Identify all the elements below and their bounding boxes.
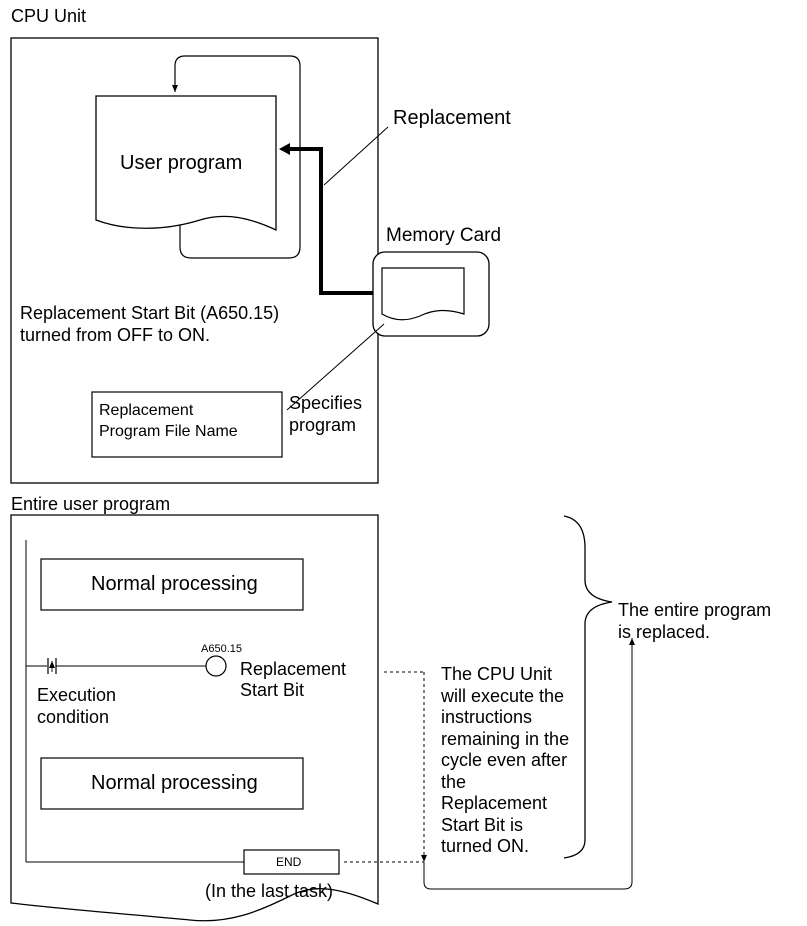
execution-line2: condition — [37, 707, 110, 727]
cpu-note-line: Start Bit is — [441, 814, 524, 835]
file-name-line1: Replacement — [99, 402, 194, 419]
cpu-note-line: instructions — [441, 707, 533, 727]
cpu-note-line: remaining in the — [441, 728, 570, 749]
cpu-note-line: the — [441, 771, 467, 792]
file-name-box — [91, 391, 283, 458]
memory-card-file — [381, 267, 465, 321]
specifies-leader — [286, 323, 385, 411]
cpu-unit-title: CPU Unit — [11, 6, 87, 26]
cpu-note-line: turned ON. — [441, 836, 530, 856]
coil — [205, 655, 227, 677]
entire-replaced-line2: is replaced. — [618, 622, 711, 642]
execution-line1: Execution — [37, 685, 117, 705]
cpu-note-line: Replacement — [441, 793, 548, 813]
normal-processing-box-2 — [40, 757, 304, 810]
return-loop — [423, 638, 635, 890]
end-box — [243, 849, 340, 875]
end-label: END — [276, 855, 302, 869]
start-bit-line1: Replacement Start Bit (A650.15) — [20, 303, 280, 323]
normal-processing-label-1: Normal processing — [91, 573, 258, 595]
memory-card-label: Memory Card — [386, 225, 502, 246]
specifies-line1: Specifies — [289, 393, 363, 413]
user-program-document — [95, 95, 277, 232]
coil-label-line2: Start Bit — [240, 680, 305, 700]
entire-program-title: Entire user program — [11, 494, 171, 514]
specifies-line2: program — [289, 415, 357, 435]
program-loop — [172, 55, 301, 259]
last-task-note: (In the last task) — [205, 881, 334, 901]
cpu-note: The CPU Unit will execute the instructio… — [441, 664, 569, 858]
curly-brace — [563, 515, 613, 859]
address-label: A650.15 — [201, 643, 242, 655]
cpu-note-line: The CPU Unit — [441, 664, 553, 684]
replacement-arrow — [286, 147, 382, 295]
normal-processing-label-2: Normal processing — [91, 772, 258, 794]
replacement-label: Replacement — [393, 107, 511, 129]
file-name-line2: Program File Name — [99, 423, 238, 440]
user-program-label: User program — [120, 152, 243, 174]
entire-replaced-line1: The entire program — [618, 600, 772, 620]
cpu-note-line: will execute the — [441, 685, 565, 706]
coil-label-line1: Replacement — [240, 659, 347, 679]
entire-program-frame — [10, 514, 379, 922]
replacement-leader — [323, 126, 389, 186]
start-bit-line2: turned from OFF to ON. — [20, 325, 211, 345]
normal-processing-box-1 — [40, 558, 304, 611]
replacement-arrowhead — [279, 143, 290, 155]
cpu-note-line: cycle even after — [441, 750, 568, 770]
